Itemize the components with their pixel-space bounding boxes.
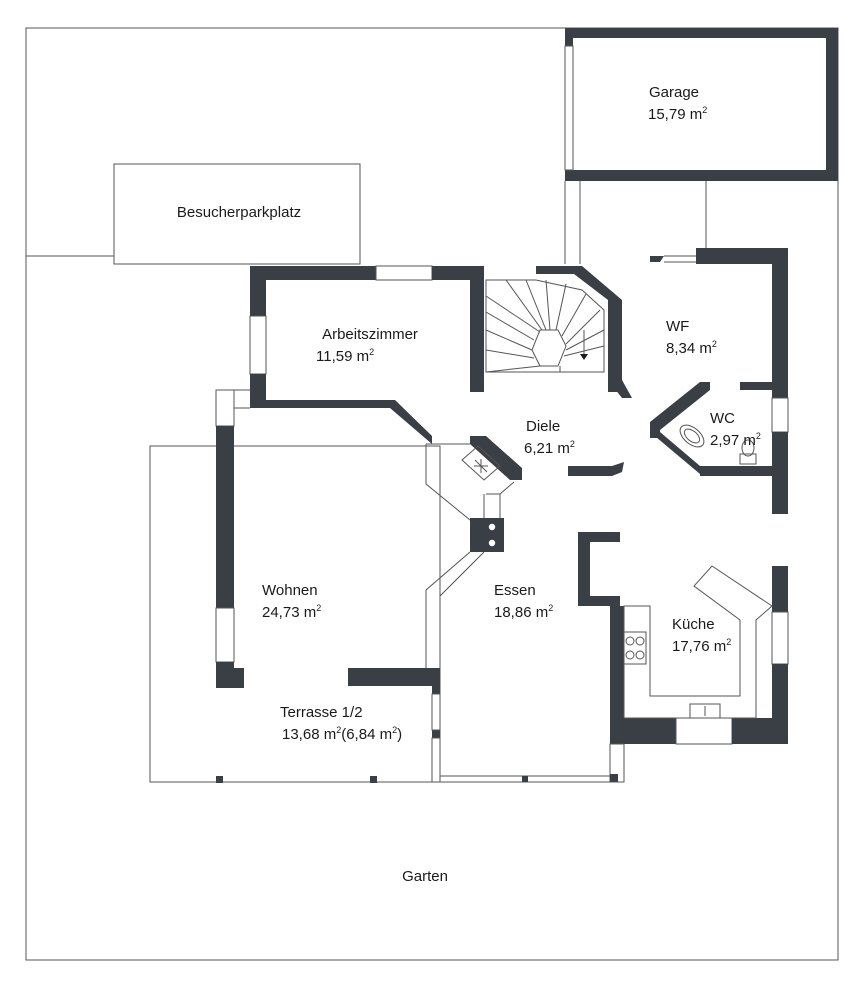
svg-text:Arbeitszimmer: Arbeitszimmer — [322, 326, 418, 343]
svg-text:Terrasse 1/2: Terrasse 1/2 — [280, 704, 363, 721]
label-wc: WC 2,97 m2 — [710, 410, 761, 449]
svg-text:WC: WC — [710, 410, 735, 427]
plot-boundary — [25, 27, 839, 961]
staircase — [485, 279, 605, 373]
label-wohnen: Wohnen 24,73 m2 — [262, 582, 321, 621]
garage-walls — [564, 28, 838, 181]
label-essen: Essen 18,86 m2 — [494, 582, 553, 621]
label-garten: Garten — [402, 868, 448, 885]
wc-fixtures — [679, 424, 757, 465]
svg-text:11,59 m2: 11,59 m2 — [316, 347, 374, 365]
thin-wall-lines — [425, 255, 696, 668]
svg-text:13,68 m2(6,84 m2): 13,68 m2(6,84 m2) — [282, 725, 402, 743]
svg-text:18,86 m2: 18,86 m2 — [494, 603, 553, 621]
label-wf: WF 8,34 m2 — [666, 318, 717, 357]
kitchen-counter — [623, 565, 773, 719]
svg-text:6,21 m2: 6,21 m2 — [524, 439, 575, 457]
label-kueche: Küche 17,76 m2 — [672, 616, 731, 655]
svg-text:Wohnen: Wohnen — [262, 582, 318, 599]
label-terrasse: Terrasse 1/2 13,68 m2(6,84 m2) — [280, 704, 402, 743]
visitor-parking-outline — [113, 163, 361, 265]
label-visitor-parking: Besucherparkplatz — [177, 204, 301, 221]
svg-text:Garten: Garten — [402, 868, 448, 885]
svg-text:Diele: Diele — [526, 418, 560, 435]
label-garage: Garage 15,79 m2 — [648, 84, 707, 123]
svg-text:24,73 m2: 24,73 m2 — [262, 603, 321, 621]
svg-text:Küche: Küche — [672, 616, 715, 633]
svg-text:2,97 m2: 2,97 m2 — [710, 431, 761, 449]
svg-text:17,76 m2: 17,76 m2 — [672, 637, 731, 655]
fireplace-symbol — [461, 445, 501, 481]
svg-text:Essen: Essen — [494, 582, 536, 599]
label-diele: Diele 6,21 m2 — [524, 418, 575, 457]
svg-text:15,79 m2: 15,79 m2 — [648, 105, 707, 123]
svg-text:WF: WF — [666, 318, 689, 335]
house-walls — [215, 248, 789, 783]
label-arbeitszimmer: Arbeitszimmer 11,59 m2 — [316, 326, 418, 365]
svg-text:Garage: Garage — [649, 84, 699, 101]
svg-text:Besucherparkplatz: Besucherparkplatz — [177, 204, 301, 221]
svg-text:8,34 m2: 8,34 m2 — [666, 339, 717, 357]
